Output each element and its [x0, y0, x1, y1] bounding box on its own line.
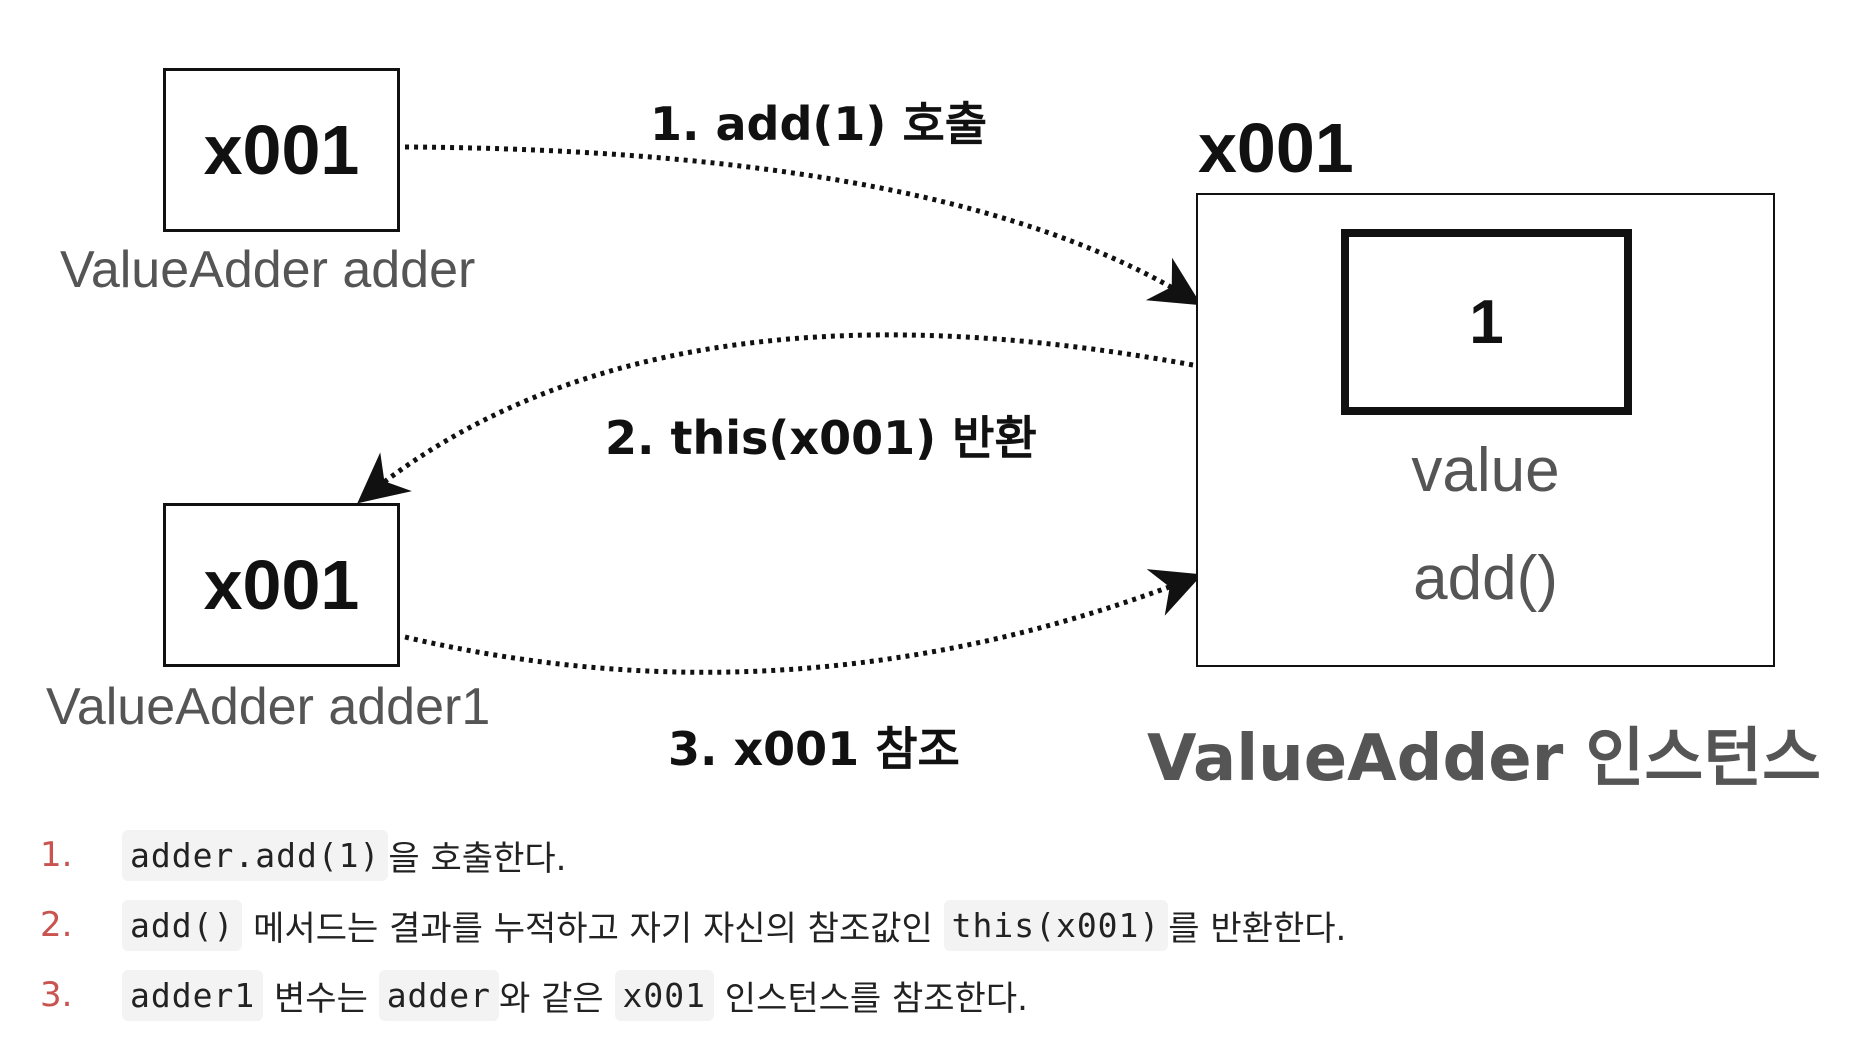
item-number: 1.	[40, 835, 73, 875]
adder-reference-box: x001	[163, 68, 400, 232]
item-text: 메서드는 결과를 누적하고 자기 자신의 참조값인	[242, 908, 944, 949]
explanation-item: 1. adder.add(1)을 호출한다.	[40, 820, 1820, 890]
item-text: 인스턴스를 참조한다.	[713, 978, 1028, 1019]
arrows-layer	[357, 144, 1203, 675]
call-arrow	[404, 144, 1202, 306]
adder-variable-label: ValueAdder adder	[60, 241, 476, 299]
inline-code: adder	[378, 969, 500, 1021]
reference-arrow	[404, 569, 1203, 675]
adder-reference-value: x001	[203, 111, 360, 189]
inline-code: add()	[122, 899, 243, 951]
item-number: 3.	[40, 975, 73, 1015]
add-method-name: add()	[1413, 544, 1558, 613]
return-arrow-label: 2. this(x001) 반환	[605, 411, 1037, 465]
explanation-item: 2. add() 메서드는 결과를 누적하고 자기 자신의 참조값인 this(x…	[40, 890, 1820, 960]
value-field-value: 1	[1469, 287, 1504, 357]
adder1-reference-value: x001	[203, 546, 360, 624]
adder1-reference-box: x001	[163, 503, 400, 667]
instance-address: x001	[1198, 109, 1354, 187]
call-arrow-label: 1. add(1) 호출	[650, 97, 988, 151]
instance-caption: ValueAdder 인스턴스	[1147, 722, 1822, 796]
value-field-name: value	[1411, 436, 1560, 505]
item-text: 를 반환한다.	[1168, 908, 1347, 949]
inline-code: x001	[614, 969, 714, 1021]
item-number: 2.	[40, 905, 73, 945]
valueadder-instance-box: 1 value add()	[1196, 193, 1775, 667]
item-text: 변수는	[263, 978, 379, 1019]
value-field-box: 1	[1341, 229, 1632, 415]
inline-code: this(x001)	[943, 899, 1169, 951]
reference-arrow-label: 3. x001 참조	[668, 722, 960, 776]
inline-code: adder.add(1)	[122, 829, 389, 881]
return-arrow	[357, 332, 1194, 504]
adder1-variable-label: ValueAdder adder1	[46, 678, 491, 736]
inline-code: adder1	[122, 969, 264, 1021]
explanation-list: 1. adder.add(1)을 호출한다. 2. add() 메서드는 결과를 누적…	[40, 820, 1820, 1030]
item-text: 와 같은	[499, 978, 615, 1019]
item-text: 을 호출한다.	[388, 838, 567, 879]
